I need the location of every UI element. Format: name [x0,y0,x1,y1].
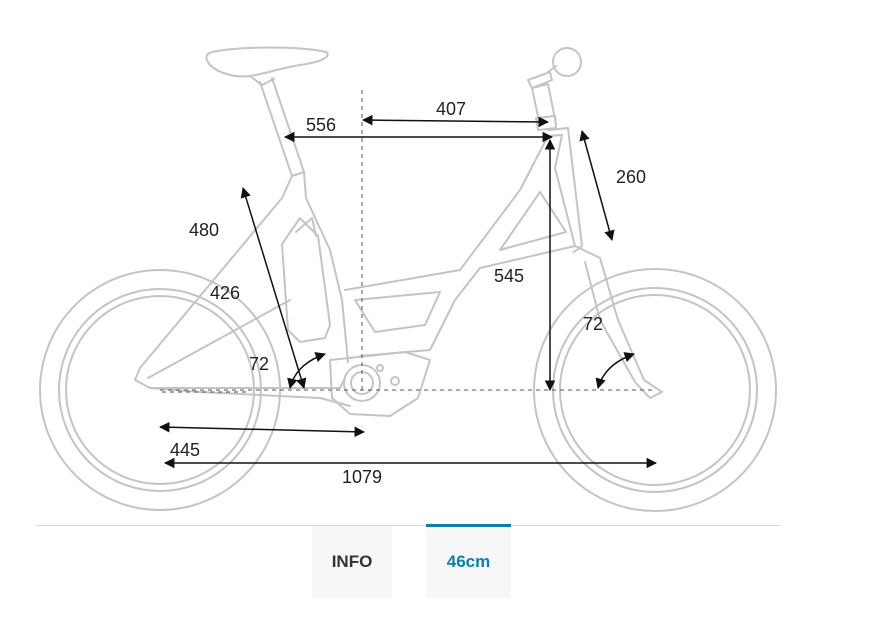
handlebar-end [552,47,582,77]
head-tube [547,127,583,253]
bike-geometry-diagram: 480 426 556 407 260 545 72 72 445 1079 [39,46,777,512]
seat-angle-arrow [287,352,326,390]
head-tube-length-label: 260 [616,167,646,187]
down-tube [344,134,576,357]
seat-tube-effective-label: 426 [210,283,240,303]
chainstay-arrow [158,421,366,438]
head-angle-label: 72 [583,314,603,334]
stem [531,83,557,127]
saddle [205,46,329,78]
fork [574,245,663,399]
seatpost [259,77,305,177]
head-angle-arrow [595,352,635,390]
chainstay [149,387,351,407]
chainstay-length-label: 445 [170,440,200,460]
seat-tube [134,175,346,389]
bike-outline [39,46,777,512]
tab-size-46cm[interactable]: 46cm [426,524,511,598]
head-tube-arrow [579,129,615,242]
motor [329,351,431,417]
wheelbase-label: 1079 [342,467,382,487]
dimension-arrows [158,114,658,469]
seat-tube-length-label: 480 [189,220,219,240]
tabs-divider [36,525,781,526]
reach-arrow [361,114,550,128]
top-tube-length-label: 556 [306,115,336,135]
stack-label: 545 [494,266,524,286]
seat-angle-label: 72 [249,354,269,374]
tab-info[interactable]: INFO [312,526,392,598]
reach-label: 407 [436,99,466,119]
